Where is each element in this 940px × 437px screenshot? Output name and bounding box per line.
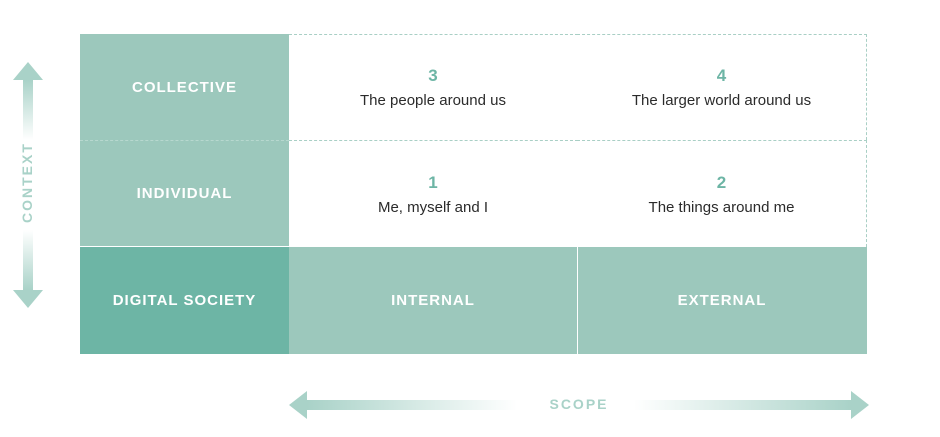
row-label-individual-text: INDIVIDUAL [136, 184, 233, 202]
cell-number: 3 [428, 66, 438, 85]
context-arrow-down-head [13, 290, 43, 308]
cell-text: The larger world around us [631, 92, 812, 109]
cell-text: The things around me [648, 198, 795, 216]
scope-arrow-left-shaft [307, 400, 517, 410]
context-arrow-up-head [13, 62, 43, 80]
scope-arrow-right-head [851, 391, 869, 419]
row-label-collective-text: COLLECTIVE [131, 78, 237, 96]
column-divider [577, 247, 578, 354]
column-label-internal: INTERNAL [289, 247, 577, 354]
context-arrow [13, 62, 43, 308]
scope-axis-label: SCOPE [539, 396, 619, 412]
cell-collective-internal: 3 The people around us [289, 34, 578, 140]
column-label-external: EXTERNAL [577, 247, 867, 354]
column-label-internal-text: INTERNAL [391, 292, 475, 309]
context-axis-label: CONTEXT [19, 142, 35, 223]
context-axis-label-text: CONTEXT [19, 142, 35, 223]
corner-label-text: DIGITAL SOCIETY [112, 292, 257, 309]
row-label-collective: COLLECTIVE [80, 34, 289, 140]
cell-individual-internal: 1 Me, myself and I [289, 140, 578, 247]
row-label-individual: INDIVIDUAL [80, 140, 289, 246]
corner-label-digital-society: DIGITAL SOCIETY [80, 247, 289, 354]
scope-arrow [289, 391, 869, 419]
context-arrow-up-shaft [23, 80, 33, 140]
cell-individual-external: 2 The things around me [577, 140, 867, 247]
row-divider [80, 140, 289, 141]
cell-number: 2 [716, 172, 727, 192]
scope-arrow-right-shaft [634, 400, 851, 410]
context-scope-matrix: COLLECTIVE INDIVIDUAL 3 The people aroun… [80, 34, 867, 354]
cell-text: Me, myself and I [377, 198, 489, 216]
scope-axis-label-text: SCOPE [549, 396, 609, 412]
cell-text: The people around us [360, 92, 506, 109]
cell-number: 1 [428, 172, 438, 192]
context-arrow-down-shaft [23, 230, 33, 290]
cell-number: 4 [716, 66, 727, 85]
column-label-external-text: EXTERNAL [677, 292, 767, 309]
cell-collective-external: 4 The larger world around us [577, 34, 867, 140]
scope-arrow-left-head [289, 391, 307, 419]
